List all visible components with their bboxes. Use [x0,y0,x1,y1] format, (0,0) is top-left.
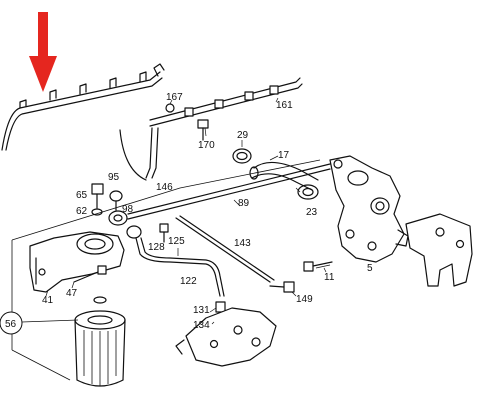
mounting-bracket [405,213,473,287]
oil-line-143 [175,215,275,283]
fitting-149 [269,281,295,293]
bolt-125 [159,223,169,243]
clamp-23 [297,184,319,200]
label-29: 29 [237,130,249,141]
label-62: 62 [76,206,88,217]
label-95: 95 [108,172,120,183]
label-134: 134 [193,320,210,331]
washer-62 [91,208,103,216]
hose-17 [249,161,319,191]
label-11: 11 [324,272,335,283]
banjo-bolt-65 [91,183,104,209]
clamp-29 [232,148,252,164]
label-161: 161 [276,100,293,111]
filter-base-41 [29,231,125,293]
injection-pump [175,307,277,367]
seal-ring [93,296,107,304]
label-47: 47 [66,288,78,299]
oil-line-122 [135,237,225,297]
label-146: 146 [156,182,173,193]
bolt-11 [303,261,333,272]
down-arrow-icon [29,12,57,92]
label-122: 122 [180,276,197,287]
label-149: 149 [296,294,313,305]
leader-lines [21,97,327,325]
label-128: 128 [148,242,165,253]
oil-line-89 [127,163,331,220]
bolt-170 [197,119,209,141]
banjo-95 [109,190,123,211]
label-125: 125 [168,236,185,247]
label-17: 17 [278,150,290,161]
oil-filter-56 [74,310,126,387]
filter-housing-5 [329,155,409,263]
label-143: 143 [234,238,251,249]
label-5: 5 [367,263,373,274]
label-65: 65 [76,190,88,201]
injection-line-rail [1,63,303,151]
bolt-47 [73,265,107,283]
label-23: 23 [306,207,318,218]
label-56-circle [0,311,23,335]
label-98: 98 [122,204,134,215]
label-170: 170 [198,140,215,151]
label-56: 56 [5,319,17,330]
banjo-128 [126,225,142,239]
banjo-98 [108,210,128,226]
fitting-131 [215,301,226,313]
label-167: 167 [166,92,183,103]
injector-146 [119,127,159,181]
label-89: 89 [238,198,250,209]
label-41: 41 [42,295,54,306]
label-131: 131 [193,305,210,316]
